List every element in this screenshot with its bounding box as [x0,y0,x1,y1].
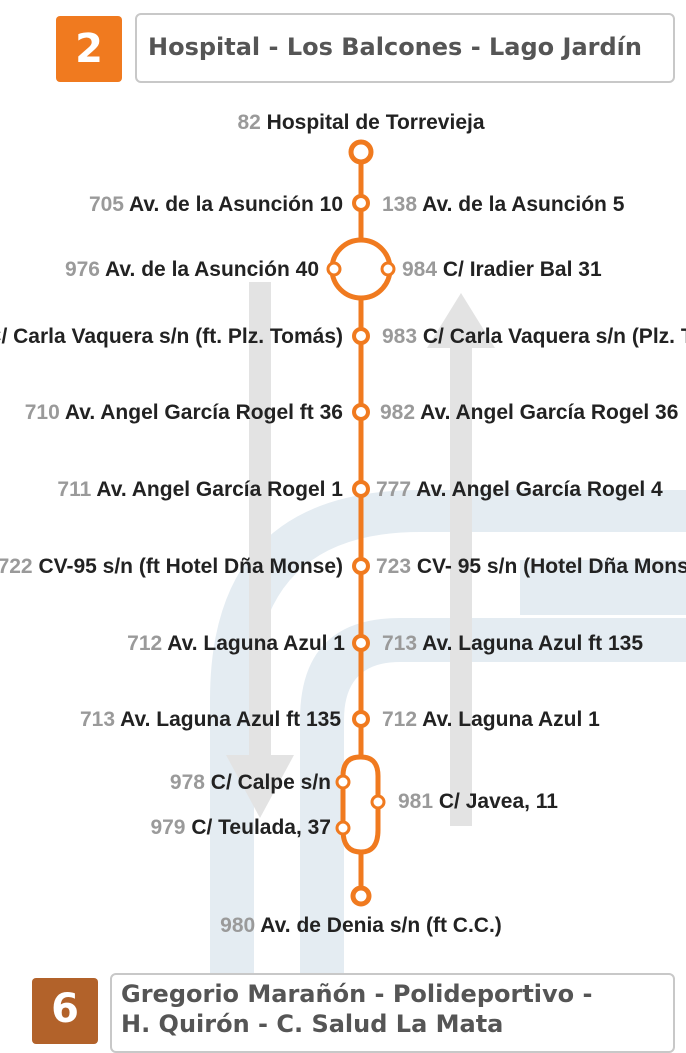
stop-label-s6: 977 C/ Carla Vaquera s/n (ft. Plz. Tomás… [0,325,343,348]
stop-label-s13: 723 CV- 95 s/n (Hotel Dña Monse) [376,555,686,578]
stop-marker [352,710,370,728]
stop-label-s12: 722 CV-95 s/n (ft Hotel Dña Monse) [0,555,343,578]
route-number-badge: 2 [56,16,122,82]
stop-label-s18: 978 C/ Calpe s/n [170,771,331,794]
route-6-title-line1: Gregorio Marañón - Polideportivo - [121,980,593,1008]
stop-marker [352,194,370,212]
stop-marker [335,820,351,836]
stop-label-s20: 981 C/ Javea, 11 [398,790,558,813]
stop-label-s1: 82 Hospital de Torrevieja [237,111,484,134]
stop-marker [352,634,370,652]
stop-label-s2: 705 Av. de la Asunción 10 [89,193,343,216]
stop-label-s4: 976 Av. de la Asunción 40 [65,258,319,281]
stop-label-s11: 777 Av. Angel García Rogel 4 [376,478,663,501]
route-6-number-badge: 6 [32,978,98,1044]
route-map: 82 Hospital de Torrevieja 705 Av. de la … [0,111,686,1024]
stop-label-s15: 713 Av. Laguna Azul ft 135 [382,632,643,655]
stop-marker [335,774,351,790]
direction-arrow-down [226,282,294,818]
stop-marker [352,327,370,345]
stop-label-s10: 711 Av. Angel García Rogel 1 [57,478,343,501]
stop-marker [380,261,396,277]
route-title-box: Hospital - Los Balcones - Lago Jardín [135,13,675,83]
stop-marker-terminal-end [350,885,372,907]
stop-labels: 82 Hospital de Torrevieja 705 Av. de la … [0,111,686,937]
stop-label-s14: 712 Av. Laguna Azul 1 [127,632,345,655]
stop-markers [326,139,396,907]
direction-arrow-up [427,293,495,826]
route-title: Hospital - Los Balcones - Lago Jardín [148,33,642,61]
route-6-number: 6 [51,986,79,1032]
stop-label-s21: 980 Av. de Denia s/n (ft C.C.) [220,914,502,937]
stop-label-s8: 710 Av. Angel García Rogel ft 36 [25,401,343,424]
stop-label-s16: 713 Av. Laguna Azul ft 135 [80,708,341,731]
route-6-title-line2: H. Quirón - C. Salud La Mata [121,1010,504,1038]
stop-label-s7: 983 C/ Carla Vaquera s/n (Plz. Tomás) [382,325,686,348]
stop-label-s5: 984 C/ Iradier Bal 31 [402,258,602,281]
stop-label-s9: 982 Av. Angel García Rogel 36 [380,401,678,424]
stop-label-s3: 138 Av. de la Asunción 5 [382,193,625,216]
stop-marker [352,557,370,575]
stop-marker [326,261,342,277]
stop-marker-terminal-start [348,139,374,165]
route-6-title-box: Gregorio Marañón - Polideportivo - H. Qu… [110,973,675,1053]
stop-label-s17: 712 Av. Laguna Azul 1 [382,708,600,731]
stop-marker [370,794,386,810]
stop-marker [352,480,370,498]
stop-marker [352,403,370,421]
route-number: 2 [75,26,103,72]
stop-label-s19: 979 C/ Teulada, 37 [150,816,331,839]
